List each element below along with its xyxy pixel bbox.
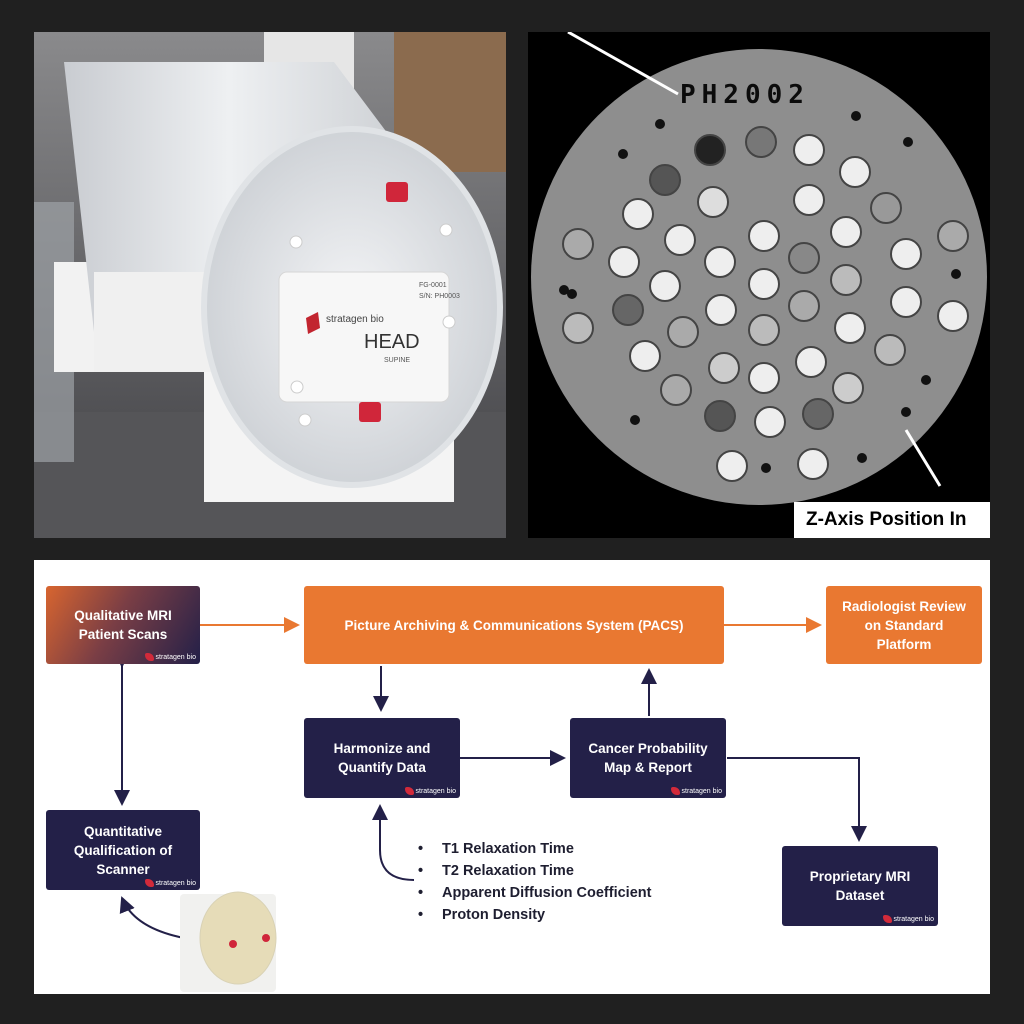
phantom-vial (612, 294, 644, 326)
stratagen-logo: stratagen bio (144, 879, 196, 887)
phantom-vial (839, 156, 871, 188)
phantom-vial (697, 186, 729, 218)
box-harmonize-label: Harmonize and Quantify Data (333, 741, 431, 775)
box-radiologist-review: Radiologist Review on Standard Platform (826, 586, 982, 664)
reference-hole (951, 269, 961, 279)
stratagen-logo: stratagen bio (882, 915, 934, 923)
reference-hole (901, 407, 911, 417)
reference-hole (903, 137, 913, 147)
phantom-thumbnail (180, 891, 277, 992)
measurement-item: Proton Density (418, 904, 651, 926)
phantom-vial (745, 126, 777, 158)
pointer-arrow (904, 429, 942, 487)
phantom-vial (870, 192, 902, 224)
phantom-photo: stratagen bio HEAD SUPINE FG-0001 S/N: P… (34, 32, 506, 538)
phantom-vial (937, 300, 969, 332)
phantom-vial (834, 312, 866, 344)
phantom-photo-illustration: stratagen bio HEAD SUPINE FG-0001 S/N: P… (34, 32, 506, 538)
diagram-connectors (114, 617, 867, 992)
phantom-vial (793, 184, 825, 216)
phantom-vial (748, 268, 780, 300)
phantom-vial (832, 372, 864, 404)
arrow-phantom-to-quantitative (119, 896, 185, 939)
label-title: HEAD (364, 331, 420, 353)
mri-slice-image: PH2002 Z-Axis Position In (528, 32, 990, 538)
measurement-item: T2 Relaxation Time (418, 860, 651, 882)
measurement-list: T1 Relaxation Time T2 Relaxation Time Ap… (418, 838, 651, 926)
box-radiologist-review-label: Radiologist Review on Standard Platform (842, 598, 966, 652)
phantom-vial (890, 286, 922, 318)
phantom-vial (622, 198, 654, 230)
box-quantitative-qualification: Quantitative Qualification of Scanner st… (46, 810, 200, 890)
stratagen-logo: stratagen bio (404, 787, 456, 795)
phantom-vial (660, 374, 692, 406)
mri-phantom-slice (531, 32, 987, 505)
measurement-item: T1 Relaxation Time (418, 838, 651, 860)
reference-hole (921, 375, 931, 385)
phantom-vial (890, 238, 922, 270)
box-proprietary-dataset-label: Proprietary MRI Dataset (809, 869, 911, 903)
phantom-vial (788, 290, 820, 322)
measurement-item: Apparent Diffusion Coefficient (418, 882, 651, 904)
phantom-vial (562, 312, 594, 344)
phantom-vial (874, 334, 906, 366)
box-quantitative-qualification-label: Quantitative Qualification of Scanner (73, 823, 173, 877)
phantom-vial (708, 352, 740, 384)
fill-port-top (386, 182, 408, 202)
phantom-id-label: PH2002 (680, 80, 810, 110)
phantom-vial (716, 450, 748, 482)
phantom-vial (748, 220, 780, 252)
phantom-vial (937, 220, 969, 252)
fill-port-bottom (359, 402, 381, 422)
stratagen-logo: stratagen bio (144, 653, 196, 661)
box-pacs: Picture Archiving & Communications Syste… (304, 586, 724, 664)
reference-hole (851, 111, 861, 121)
reference-hole (618, 149, 628, 159)
box-qualitative-mri-label: Qualitative MRI Patient Scans (74, 608, 172, 642)
phantom-vial (795, 346, 827, 378)
phantom-vial (748, 314, 780, 346)
phantom-vial (608, 246, 640, 278)
box-cancer-probability: Cancer Probability Map & Report stratage… (570, 718, 726, 798)
phantom-vial (705, 294, 737, 326)
workflow-diagram: Qualitative MRI Patient Scans stratagen … (34, 560, 990, 994)
phantom-vial (562, 228, 594, 260)
phantom-vial (649, 164, 681, 196)
phantom-vial (830, 216, 862, 248)
phantom-vial (802, 398, 834, 430)
arrow-cancer-to-dataset (727, 757, 867, 842)
reference-hole (761, 463, 771, 473)
label-model: FG-0001 (419, 282, 447, 289)
phantom-vial (754, 406, 786, 438)
arrow-bullets-to-harmonize (372, 804, 415, 881)
reference-hole (559, 285, 569, 295)
stratagen-logo: stratagen bio (670, 787, 722, 795)
phantom-vial (748, 362, 780, 394)
phantom-vial (797, 448, 829, 480)
box-cancer-probability-label: Cancer Probability Map & Report (588, 741, 708, 775)
phantom-vial (694, 134, 726, 166)
label-serial: S/N: PH0003 (419, 293, 460, 300)
phantom-vial (649, 270, 681, 302)
phantom-vial (629, 340, 661, 372)
reference-hole (567, 289, 577, 299)
label-brand: stratagen bio (326, 314, 384, 325)
box-proprietary-dataset: Proprietary MRI Dataset stratagen bio (782, 846, 938, 926)
phantom-vial (793, 134, 825, 166)
label-sub: SUPINE (384, 357, 410, 364)
reference-hole (655, 119, 665, 129)
reference-hole (857, 453, 867, 463)
phantom-vial (704, 400, 736, 432)
box-qualitative-mri: Qualitative MRI Patient Scans stratagen … (46, 586, 200, 664)
phantom-vial (667, 316, 699, 348)
phantom-vial (830, 264, 862, 296)
box-harmonize: Harmonize and Quantify Data stratagen bi… (304, 718, 460, 798)
z-axis-label: Z-Axis Position In (794, 502, 990, 538)
reference-hole (630, 415, 640, 425)
phantom-vial (664, 224, 696, 256)
phantom-vial (704, 246, 736, 278)
phantom-vial (788, 242, 820, 274)
box-pacs-label: Picture Archiving & Communications Syste… (344, 617, 684, 633)
pointer-arrow (567, 32, 679, 96)
